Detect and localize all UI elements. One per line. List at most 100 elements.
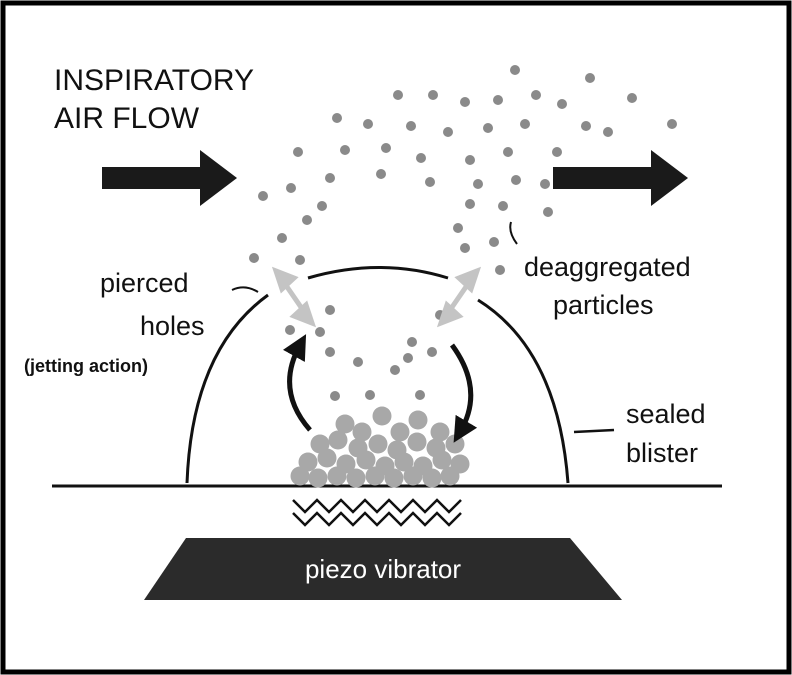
particle — [406, 121, 416, 131]
particle — [325, 173, 335, 183]
particle — [258, 191, 268, 201]
pile-particle — [346, 468, 366, 488]
airflow-label-line2: AIR FLOW — [54, 102, 200, 135]
particle — [495, 265, 505, 275]
particle — [428, 90, 438, 100]
particle — [503, 147, 513, 157]
particle — [667, 119, 677, 129]
pile-particle — [327, 466, 347, 486]
sealed-blister-label-line1: sealed — [626, 399, 706, 429]
particle — [365, 390, 375, 400]
circulation-arrow-right — [449, 343, 478, 443]
pierced-holes-label-line2: holes — [140, 311, 205, 341]
pile-particle — [298, 452, 318, 472]
pile-particle — [445, 434, 465, 454]
deaggregated-leader — [509, 221, 518, 245]
particle — [557, 99, 567, 109]
pile-particle — [390, 422, 410, 442]
particle — [581, 121, 591, 131]
pile-particle — [403, 466, 423, 486]
deaggregated-particles — [249, 65, 677, 401]
pierced-hole-arrow-right — [436, 266, 482, 328]
particle — [543, 207, 553, 217]
pile-particle — [430, 422, 450, 442]
particle — [363, 119, 373, 129]
particle — [286, 183, 296, 193]
pile-particle — [308, 468, 328, 488]
particle — [627, 93, 637, 103]
particle — [325, 305, 335, 315]
particle — [285, 325, 295, 335]
particle — [465, 199, 475, 209]
particle — [249, 253, 259, 263]
particle — [585, 73, 595, 83]
pile-particle — [365, 466, 385, 486]
piezo-vibrator-label: piezo vibrator — [305, 554, 461, 584]
particle — [293, 147, 303, 157]
particle — [531, 90, 541, 100]
particle — [332, 113, 342, 123]
particle — [540, 179, 550, 189]
pile-particle — [352, 422, 372, 442]
pile-particle — [335, 414, 355, 434]
particle — [415, 390, 425, 400]
particle — [473, 179, 483, 189]
particle — [443, 127, 453, 137]
airflow-arrow-left — [102, 150, 237, 206]
blister-dome-top — [307, 266, 449, 280]
particle — [460, 97, 470, 107]
particle — [376, 169, 386, 179]
pile-particle — [384, 468, 404, 488]
particle — [511, 175, 521, 185]
particle — [603, 127, 613, 137]
pile-particle — [440, 466, 460, 486]
pile-particle — [328, 430, 348, 450]
particle — [453, 223, 463, 233]
particle — [489, 237, 499, 247]
sealed-blister-leader — [573, 428, 615, 434]
particle — [390, 365, 400, 375]
particle — [277, 233, 287, 243]
airflow-label-line1: INSPIRATORY — [54, 64, 254, 97]
particle — [425, 177, 435, 187]
pile-particle — [407, 432, 427, 452]
particle — [340, 145, 350, 155]
particle — [325, 347, 335, 357]
particle — [302, 215, 312, 225]
particle — [393, 90, 403, 100]
pierced-hole-arrow-left — [271, 266, 317, 328]
particle — [460, 243, 470, 253]
particle — [330, 391, 340, 401]
blister-dome-right — [477, 298, 570, 484]
pierced-holes-leader — [231, 286, 259, 293]
particle — [315, 327, 325, 337]
particle — [498, 201, 508, 211]
particle — [295, 255, 305, 265]
particle — [483, 123, 493, 133]
pile-particle — [422, 468, 442, 488]
pierced-holes-label-line1: pierced — [100, 268, 189, 298]
powder-pile — [290, 406, 470, 488]
particle — [427, 347, 437, 357]
pile-particle — [432, 450, 452, 470]
circulation-arrow-left — [283, 334, 312, 432]
piezo-vibrator — [144, 538, 622, 600]
pile-particle — [310, 434, 330, 454]
pile-particle — [408, 410, 428, 430]
deaggregated-label-line1: deaggregated — [524, 252, 691, 282]
particle — [493, 95, 503, 105]
vibration-wave-lower — [292, 511, 462, 527]
blister-dome-left — [185, 293, 269, 484]
airflow-arrow-right — [553, 150, 688, 206]
particle — [403, 353, 413, 363]
pile-particle — [368, 434, 388, 454]
particle — [552, 147, 562, 157]
particle — [520, 119, 530, 129]
particle — [317, 201, 327, 211]
sealed-blister-label-line2: blister — [626, 438, 698, 468]
vibration-wave-upper — [292, 498, 462, 514]
pile-particle — [317, 448, 337, 468]
pile-particle — [290, 466, 310, 486]
